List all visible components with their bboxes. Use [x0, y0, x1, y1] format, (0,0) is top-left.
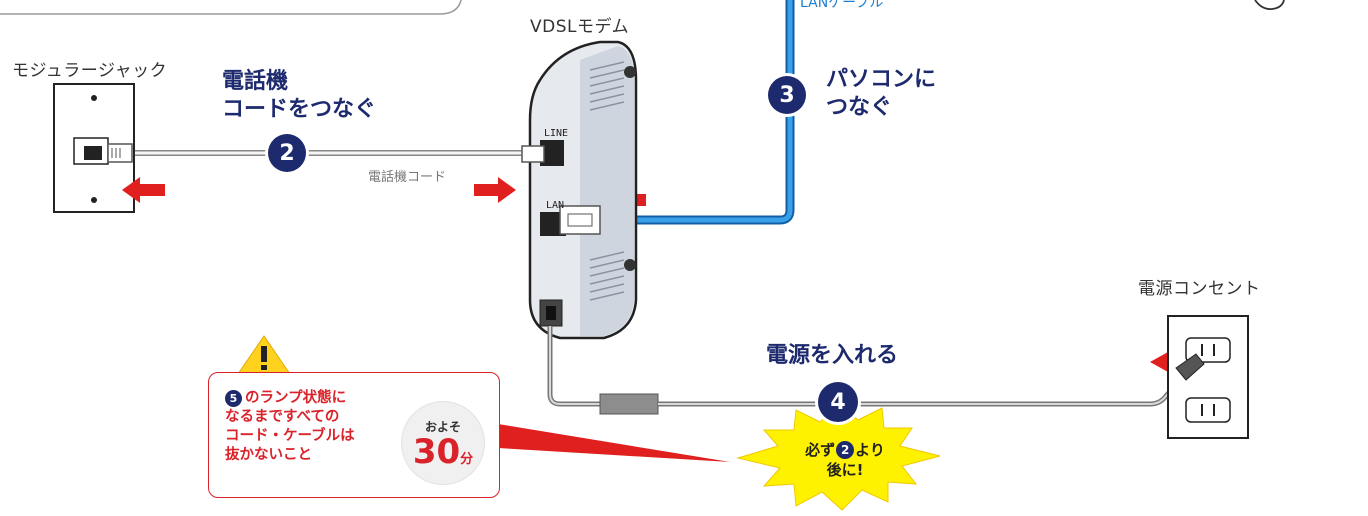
- phone-cord-label: 電話機コード: [368, 170, 447, 185]
- step-4-number: 4: [818, 382, 858, 422]
- step-3-title: パソコンに つなぐ: [826, 66, 936, 122]
- note-pointer: [498, 424, 730, 462]
- badge-unit: 分: [460, 451, 474, 467]
- badge-top-text: およそ: [424, 419, 461, 434]
- outlet-label: 電源コンセント: [1138, 279, 1261, 299]
- power-outlet: [1167, 315, 1249, 439]
- modular-jack-label: モジュラージャック: [12, 61, 168, 81]
- line-port-label: LINE: [544, 128, 569, 139]
- burst-prefix: 必ず: [805, 441, 836, 459]
- vdsl-modem: [521, 40, 638, 340]
- step-3-number: 3: [768, 76, 806, 114]
- step-2-title: 電話機 コードをつなぐ: [222, 68, 376, 124]
- lan-cable-label: LANケーブル: [800, 0, 884, 11]
- warning-line4: 抜かないこと: [225, 447, 312, 463]
- warning-line3: コード・ケーブルは: [225, 428, 355, 444]
- step-3-title-line2: つなぐ: [826, 95, 893, 120]
- step-2-title-line2: コードをつなぐ: [222, 97, 377, 122]
- burst-ref-number: 2: [836, 441, 855, 459]
- warning-icon: [237, 335, 291, 375]
- burst-line2: 後に!: [826, 461, 864, 479]
- warning-line1-text: のランプ状態に: [245, 390, 347, 406]
- badge-number: 30: [412, 431, 461, 472]
- badge-value: 30分: [413, 435, 473, 469]
- warning-ref-number: 5: [225, 390, 242, 407]
- vdsl-modem-label: VDSLモデム: [530, 17, 630, 37]
- modular-jack: [53, 83, 135, 213]
- lan-port-label: LAN: [546, 200, 565, 211]
- top-panel-fragment: [0, 0, 462, 15]
- partial-circle-icon: [1254, 0, 1285, 10]
- warning-line2: なるまですべての: [225, 409, 340, 425]
- power-cord: [547, 326, 1184, 415]
- step-2-number: 2: [268, 134, 306, 172]
- burst-suffix: より: [855, 441, 885, 459]
- step-3-title-line1: パソコンに: [826, 67, 937, 92]
- step-4-title: 電源を入れる: [766, 343, 899, 368]
- step-2-title-line1: 電話機: [222, 69, 289, 94]
- duration-badge: およそ 30分: [401, 401, 485, 485]
- insert-arrows: [122, 177, 1180, 372]
